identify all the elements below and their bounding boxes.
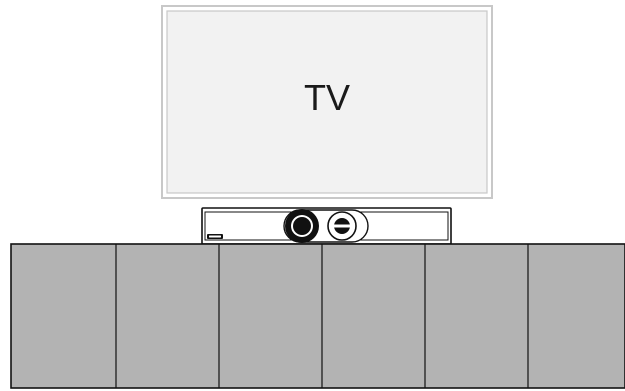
tv: TV <box>162 6 492 198</box>
camera-lens-icon <box>328 212 356 240</box>
cabinet-body <box>11 244 625 388</box>
tv-label: TV <box>304 77 350 118</box>
speaker-icon <box>285 209 319 243</box>
logo-badge-icon <box>207 234 223 239</box>
cabinet <box>11 244 625 388</box>
video-bar <box>202 208 451 244</box>
